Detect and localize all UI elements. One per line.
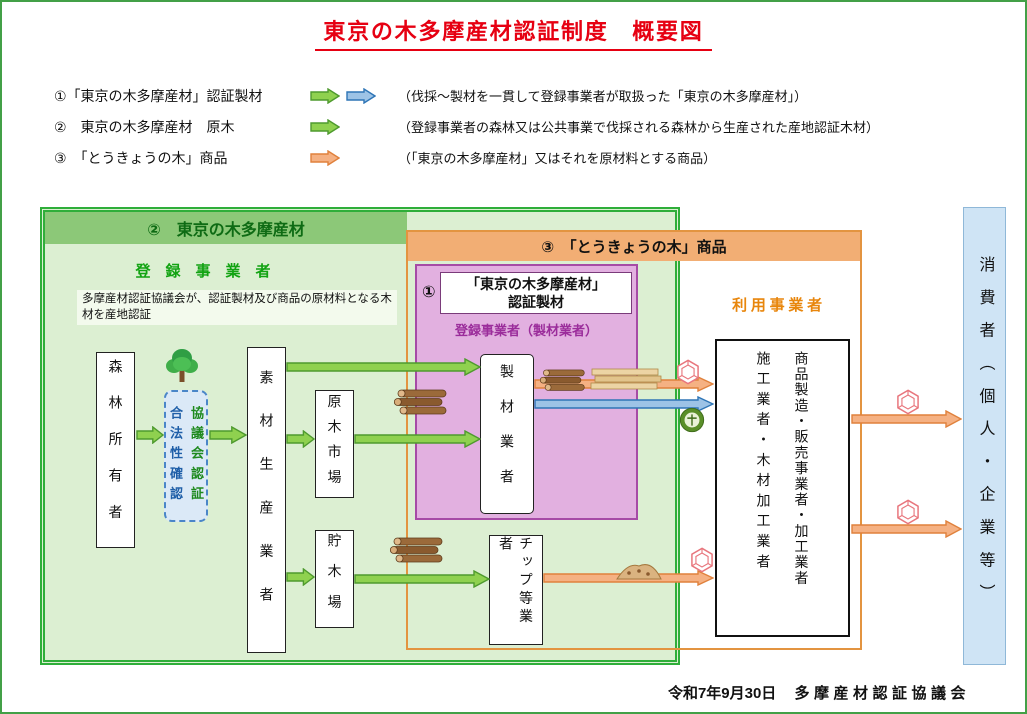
log-market-label: 原木市場 [326, 393, 343, 495]
certified-sawn-timber-title-line2: 認証製材 [508, 294, 564, 311]
legend-item-3: ③ 「とうきょうの木」商品 （「東京の木多摩産材」又はそれを原材料とする商品） [54, 142, 879, 173]
orange-arrow-icon [310, 149, 340, 166]
arrow-sawmill-to-processor-blue [534, 396, 714, 412]
planks-icon [590, 366, 662, 394]
tokyo-wood-hexagon-logo [674, 358, 702, 386]
legend-desc-1: （伐採～製材を一貫して登録事業者が取扱った「東京の木多摩産材」） [398, 89, 808, 104]
legend-label-3: ③ 「とうきょうの木」商品 [54, 149, 228, 166]
arrow-certification-to-producer [209, 426, 247, 444]
green-arrow-icon [310, 118, 340, 135]
certification-note: 多摩産材認証協議会が、認証製材及び商品の原材料となる木材を産地認証 [77, 290, 397, 326]
footer: 令和7年9月30日 多摩産材認証協議会 [522, 682, 970, 703]
certified-sawn-timber-header: 「東京の木多摩産材」 認証製材 [440, 272, 632, 315]
page-title: 東京の木多摩産材認証制度 概要図 [315, 14, 712, 51]
consumer-box: 消費者（個人・企業等） [963, 207, 1006, 665]
log-market-box: 原木市場 [315, 390, 354, 498]
title-wrap: 東京の木多摩産材認証制度 概要図 [2, 14, 1025, 51]
chip-maker-box: チップ等業者 [489, 535, 543, 645]
legend-item-2: ② 東京の木多摩産材 原木 （登録事業者の森林又は公共事業で伐採される森林から生… [54, 111, 879, 142]
legend-arrows-1 [310, 87, 398, 104]
user-operators-label: 利用事業者 [732, 297, 826, 314]
legend: ①「東京の木多摩産材」認証製材 （伐採～製材を一貫して登録事業者が取扱った「東京… [54, 80, 879, 173]
arrow-forest-to-certification [136, 426, 164, 444]
builder-label: 施工業者・木材加工業者 [755, 351, 772, 575]
zone-tama-timber-title: ② 東京の木多摩産材 [45, 212, 407, 244]
legend-label-1: ①「東京の木多摩産材」認証製材 [54, 87, 263, 104]
tree-icon [162, 346, 202, 386]
chip-maker-label: チップ等業者 [498, 536, 534, 627]
certified-sawn-timber-title-line1: 「東京の木多摩産材」 [466, 276, 606, 292]
tokyo-wood-hexagon-logo [688, 546, 716, 574]
blue-arrow-icon [346, 87, 376, 104]
registered-operators-label: 登 録 事 業 者 [135, 263, 271, 280]
sawmill-operator-box: 製材業者 [480, 354, 534, 514]
footer-organization: 多摩産材認証協議会 [794, 685, 970, 702]
legend-arrows-2 [310, 118, 398, 135]
green-arrow-icon [310, 87, 340, 104]
consumer-label: 消費者（個人・企業等） [976, 255, 994, 617]
legality-certification-box: 合法性確認 協議会認証 [164, 390, 208, 522]
arrow-log-market-to-sawmill [354, 430, 481, 448]
processor-box: 施工業者・木材加工業者 商品製造・販売事業者・加工業者 [715, 339, 850, 637]
footer-date: 令和7年9月30日 [667, 685, 777, 702]
legality-check-label: 合法性確認 [168, 405, 183, 507]
arrow-producer-to-log-yard [286, 568, 315, 586]
zone-tokyo-wood-products-title: ③ 「とうきょうの木」商品 [408, 232, 860, 261]
arrow-producer-to-log-market [286, 430, 315, 448]
logs-icon [394, 388, 448, 418]
timber-producer-box: 素材生産業者 [247, 347, 286, 653]
council-certification-label: 協議会認証 [189, 405, 204, 507]
zone-number-1: ① [422, 284, 436, 301]
legend-label-2: ② 東京の木多摩産材 原木 [54, 118, 235, 135]
manufacturer-label: 商品製造・販売事業者・加工業者 [793, 351, 810, 587]
logs-icon [390, 536, 444, 566]
arrow-processor-to-consumer-upper [851, 410, 962, 428]
legend-desc-3: （「東京の木多摩産材」又はそれを原材料とする商品） [398, 151, 717, 166]
log-yard-box: 貯木場 [315, 530, 354, 628]
logs-icon [540, 368, 586, 394]
forest-owner-label: 森林所有者 [107, 359, 124, 541]
log-yard-label: 貯木場 [326, 532, 343, 626]
forest-owner-box: 森林所有者 [96, 352, 135, 548]
arrow-processor-to-consumer-lower [851, 520, 962, 538]
legend-desc-2: （登録事業者の森林又は公共事業で伐採される森林から生産された産地認証木材） [398, 120, 880, 135]
arrow-producer-to-sawmill [286, 358, 481, 376]
registered-sawmill-label: 登録事業者（製材業者） [454, 323, 598, 338]
legend-arrows-3 [310, 149, 398, 166]
round-certification-mark [678, 406, 706, 434]
wood-chips-icon [614, 558, 664, 582]
arrow-log-yard-to-chip-maker [354, 570, 490, 588]
sawmill-operator-label: 製材業者 [499, 364, 515, 504]
legend-item-1: ①「東京の木多摩産材」認証製材 （伐採～製材を一貫して登録事業者が取扱った「東京… [54, 80, 879, 111]
tokyo-wood-hexagon-logo [894, 498, 922, 526]
timber-producer-label: 素材生産業者 [258, 369, 275, 631]
tokyo-wood-hexagon-logo [894, 388, 922, 416]
